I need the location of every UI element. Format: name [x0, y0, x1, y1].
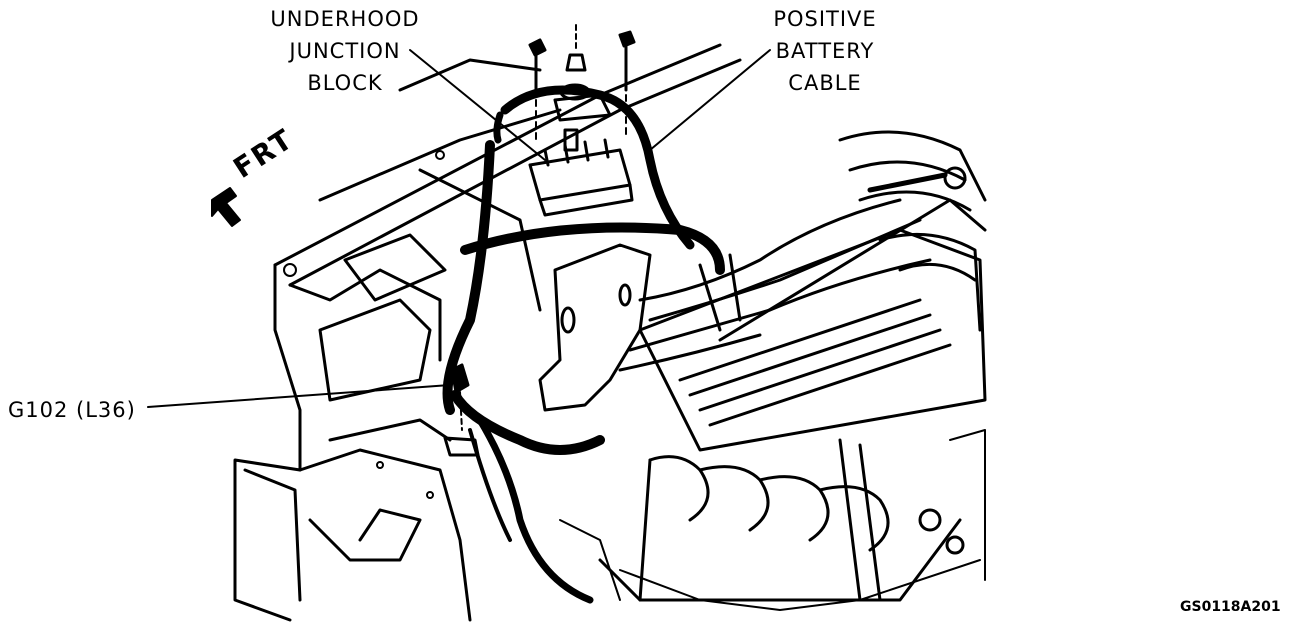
label-line: UNDERHOOD: [270, 7, 420, 31]
leader-g102: [147, 384, 451, 408]
label-ground-g102: G102 (L36): [8, 398, 136, 422]
engine-intake: [638, 130, 987, 452]
label-positive-battery-cable: POSITIVE BATTERY CABLE: [760, 3, 890, 99]
ground-g102: [443, 363, 480, 457]
label-line: CABLE: [788, 71, 862, 95]
figure-code: GS0118A201: [1180, 599, 1281, 615]
label-underhood-junction-block: UNDERHOOD JUNCTION BLOCK: [270, 3, 420, 99]
mounting-bracket: [538, 243, 652, 412]
label-line: BATTERY: [775, 39, 875, 63]
leader-underhood-junction-block: [409, 49, 546, 161]
fender-dots: [283, 150, 445, 499]
wiring-harness: [442, 140, 725, 604]
exhaust-manifold: [598, 438, 965, 602]
leader-lines: [147, 49, 771, 408]
fender-panel: [233, 43, 742, 622]
spark-plug-wires: [618, 198, 932, 372]
positive-battery-cable: [493, 85, 695, 250]
lower-engine: [559, 429, 986, 611]
leader-positive-battery-cable: [649, 49, 771, 151]
label-line: BLOCK: [307, 71, 383, 95]
label-line: JUNCTION: [289, 39, 401, 63]
underhood-junction-block: [528, 93, 634, 217]
front-arrow-icon: [211, 187, 241, 227]
label-line: POSITIVE: [773, 7, 877, 31]
